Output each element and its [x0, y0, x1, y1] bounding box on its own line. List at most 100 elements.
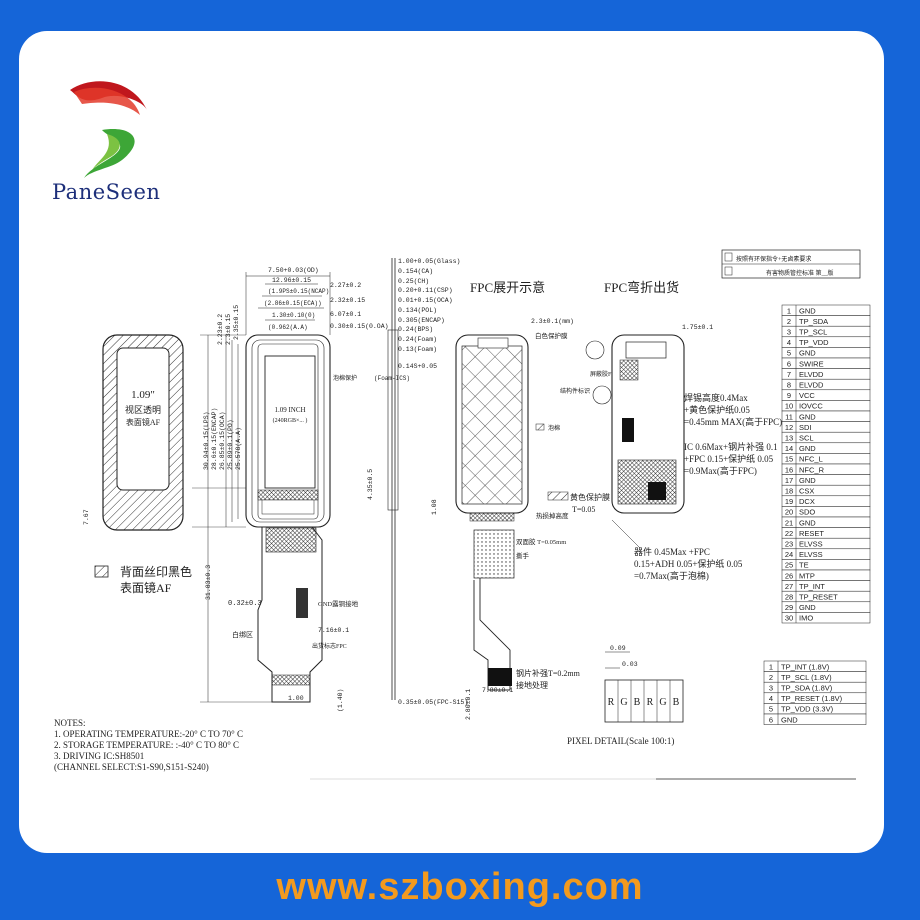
stamp-line1: 按照有环保指令+无卤素要求: [736, 255, 811, 263]
pin-signal: VCC: [799, 391, 815, 400]
pin-number: 1: [787, 306, 791, 315]
pin-signal: TP_SDA: [799, 317, 828, 326]
pin-signal: IMO: [799, 614, 813, 623]
anno-foam-protect: 泡棉保护: [333, 374, 357, 382]
anno-steel: 钢片补强T=0.2mm: [516, 668, 581, 678]
front-sub2: 表面镜AF: [126, 417, 161, 427]
anno-part1: 器件 0.45Max +FPC: [634, 546, 710, 557]
anno-t005: T=0.05: [572, 505, 595, 514]
pixel-detail: R G B R G B 0.09 0.03 PIXEL DETAIL(Scale…: [567, 645, 684, 746]
pin-row: 13 SCL: [781, 431, 871, 444]
dim-left-0: 2.23±0.2: [217, 314, 224, 345]
dim-mid-10: 0.14S+0.05: [398, 363, 437, 370]
pin-signal: ELVDD: [799, 370, 824, 379]
dim-mid-8: 0.24(Foam): [398, 336, 437, 343]
anno-gnd: GND露铜接地: [318, 599, 359, 608]
tp-pin-signal: TP_SDA (1.8V): [781, 684, 833, 693]
notes: NOTES: 1. OPERATING TEMPERATURE:-20° C T…: [54, 718, 243, 773]
pin-number: 10: [785, 402, 793, 411]
tp-pin-number: 6: [769, 715, 773, 724]
pin-number: 17: [785, 476, 793, 485]
pixel-2: B: [634, 697, 641, 708]
stamp-box: 按照有环保指令+无卤素要求 有害物质管控标准 第__版: [721, 249, 861, 279]
note-4: (CHANNEL SELECT:S1-S90,S151-S240): [54, 762, 209, 772]
dim-mid-3: 0.20+0.11(CSP): [398, 287, 453, 294]
dim-top-9: 0.30±0.15(0.OA): [330, 323, 389, 330]
panel-line1: 1.09 INCH: [274, 406, 305, 414]
pin-number: 7: [787, 370, 791, 379]
panel-line2: (240RGB×... ): [273, 417, 308, 424]
anno-ground: 接地处理: [516, 680, 548, 690]
dim-top-7: 2.32±0.15: [330, 297, 365, 304]
pin-signal: SDO: [799, 508, 815, 517]
footer-url[interactable]: www.szboxing.com: [276, 866, 644, 908]
anno-yellow-film: 黄色保护膜: [570, 492, 610, 502]
pin-number: 26: [785, 571, 793, 580]
fpc-unfold-view: FPC展开示意 1.08 2.3±0.1(mm) 2.80±0.1 7.80±0…: [431, 280, 619, 720]
anno-white-protect: 白色保护膜: [535, 331, 568, 340]
dim-032: 0.32±0.3: [228, 600, 262, 608]
anno-foam-ics: (Foam-ICS): [374, 375, 410, 382]
dim-top-5: (0.962(A.A): [268, 324, 308, 331]
pin-signal: SCL: [799, 434, 814, 443]
brand-name: PaneSeen: [52, 180, 161, 204]
pixel-1: G: [620, 697, 627, 708]
pin-signal: TP_INT: [799, 582, 825, 591]
dim-mid-6: 0.305(ENCAP): [398, 317, 445, 324]
pin-signal: NFC_L: [799, 455, 823, 464]
dim-3183: 31.83±0.3: [205, 565, 212, 600]
dim-left-3: 30.94±0.15(LPS): [203, 411, 210, 470]
dim-top-8: 6.07±0.1: [330, 311, 361, 318]
dim-right-height: 4.35±0.5: [367, 469, 374, 500]
dim-mid-9: 0.13(Foam): [398, 346, 437, 353]
tp-pin-number: 5: [769, 705, 773, 714]
dim-mid-0: 1.00+0.05(Glass): [398, 258, 460, 265]
anno-ic1: IC 0.6Max+钢片补强 0.1: [684, 441, 778, 452]
anno-ic2: +FPC 0.15+保护纸 0.05: [684, 453, 774, 464]
tp-pin-signal: TP_SCL (1.8V): [781, 673, 832, 682]
dim-175: 1.75±0.1: [682, 324, 713, 331]
side-view: 1.00+0.05(Glass) 0.154(CA) 0.25(CH) 0.20…: [367, 258, 468, 706]
pin-number: 13: [785, 434, 793, 443]
anno-heat: 热损掉高度: [536, 511, 569, 520]
pin-signal: TP_VDD: [799, 338, 829, 347]
pin-number: 19: [785, 497, 793, 506]
title-fpc-bend: FPC弯折出货: [604, 280, 679, 295]
tp-pin-signal: TP_RESET (1.8V): [781, 694, 843, 703]
pin-signal: ELVDD: [799, 381, 824, 390]
tp-pin-number: 1: [769, 662, 773, 671]
tp-pin-signal: GND: [781, 715, 798, 724]
pin-number: 29: [785, 603, 793, 612]
fpc-bend-view: FPC弯折出货 1.75±0.1 焊锡高度0.4Max +黄色保护纸0.05 =…: [585, 280, 782, 581]
dim-23: 2.3±0.1(mm): [531, 318, 574, 325]
anno-shield: 屏蔽胶FPC: [590, 370, 619, 378]
front-size-label: 1.09": [131, 389, 155, 401]
anno-ic3: =0.9Max(高于FPC): [684, 465, 757, 476]
title-pixel-detail: PIXEL DETAIL(Scale 100:1): [567, 736, 674, 746]
pin-signal: CSX: [799, 487, 814, 496]
pixel-5: B: [673, 697, 680, 708]
dim-767: 7.67: [83, 509, 90, 525]
pin-number: 2: [787, 317, 791, 326]
pin-signal: GND: [799, 412, 816, 421]
